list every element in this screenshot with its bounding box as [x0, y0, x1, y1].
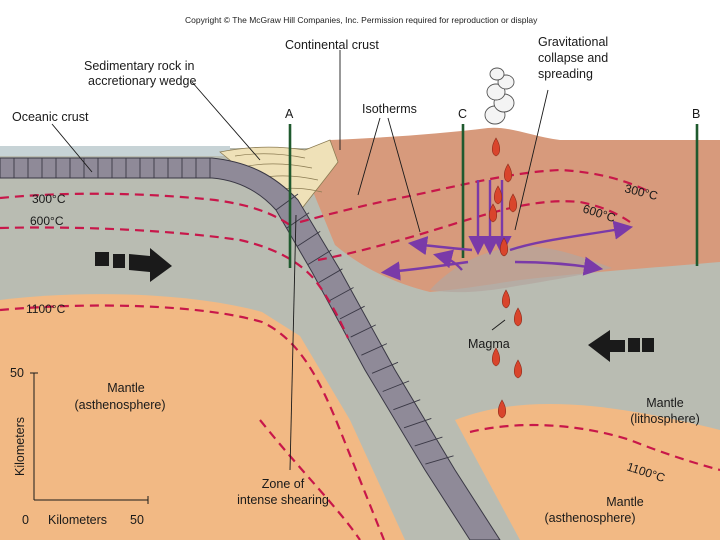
label-sed-rock-1: Sedimentary rock in: [84, 59, 195, 73]
leader-zone-shearing: [289, 214, 297, 471]
slab-segment-lines: [13, 158, 454, 465]
magma-drop: [493, 185, 503, 205]
label-section-a: A: [285, 107, 294, 121]
continental-crust: [300, 127, 720, 292]
slab-segment-line: [329, 287, 354, 302]
slab-segment-line: [371, 361, 399, 374]
isotherm-300-right: [299, 168, 651, 224]
copyright-text: Copyright © The McGraw Hill Companies, I…: [185, 15, 538, 25]
label-section-b: B: [692, 107, 700, 121]
label-gravitational-1: Gravitational: [538, 35, 608, 49]
leader-isotherms-2: [387, 117, 421, 233]
label-isotherms: Isotherms: [362, 102, 417, 116]
scale-vertical-label: Kilometers: [13, 417, 27, 476]
lower-crust-lens: [430, 246, 612, 293]
label-sed-rock-2: accretionary wedge: [88, 74, 196, 88]
label-magma: Magma: [468, 337, 510, 351]
magma-drop: [513, 307, 523, 327]
label-section-c: C: [458, 107, 467, 121]
asthenosphere-left: [0, 294, 405, 540]
slab-segment-line: [403, 417, 432, 429]
magma-drop: [491, 137, 501, 157]
ocean-strip: [0, 146, 230, 156]
magma-drop: [499, 237, 509, 257]
scale-bar: [30, 372, 149, 504]
label-zone-2: intense shearing: [237, 493, 329, 507]
slab-segment-line: [318, 268, 343, 283]
label-continental-crust: Continental crust: [285, 38, 379, 52]
slab-segment-line: [361, 343, 388, 356]
slab-segment-line: [350, 324, 376, 338]
leader-sed-rock: [191, 81, 261, 161]
slab-segment-line: [382, 380, 410, 392]
leader-magma: [491, 319, 506, 331]
slab-segment-line: [297, 231, 321, 247]
plate-motion-arrow-left: [95, 248, 172, 282]
label-mantle-right-2: (lithosphere): [630, 412, 699, 426]
slab-segment-line: [307, 249, 332, 265]
leader-gravitational: [514, 89, 549, 231]
leader-oceanic-crust: [51, 123, 93, 173]
magma-drop: [497, 399, 507, 419]
scale-origin: 0: [22, 513, 29, 527]
label-mantle-bottom-2: (asthenosphere): [544, 511, 635, 525]
label-zone-1: Zone of: [262, 477, 305, 491]
flow-arrows: [380, 180, 634, 281]
slab-segment-line: [414, 436, 443, 447]
slab-segment-line: [425, 455, 454, 465]
magma-drop: [508, 193, 518, 213]
label-gravitational-3: spreading: [538, 67, 593, 81]
isotherm-300-left: [0, 192, 291, 226]
magma-drop: [501, 289, 511, 309]
magma-drop: [491, 347, 501, 367]
asthenosphere-right: [455, 403, 720, 540]
scale-horizontal-value: 50: [130, 513, 144, 527]
scale-vertical-value: 50: [10, 366, 24, 380]
slab-segment-line: [393, 399, 421, 411]
magma-drop: [503, 163, 513, 183]
leader-isotherms-1: [357, 117, 381, 196]
volcano-plume: [484, 67, 515, 125]
plate-motion-arrow-right: [588, 330, 654, 362]
magma-drops: [488, 137, 523, 419]
isotherm-1100-right: [469, 423, 720, 472]
isotherm-600-left: [0, 226, 350, 339]
magma-drop: [488, 203, 498, 223]
isotherm-deep-left: [259, 419, 361, 541]
label-mantle-bottom-1: Mantle: [606, 495, 644, 509]
scale-horizontal-label: Kilometers: [48, 513, 107, 527]
slab-segment-line: [275, 193, 299, 211]
label-mantle-left-2: (asthenosphere): [74, 398, 165, 412]
slab-segment-line: [339, 305, 365, 320]
label-mantle-left-1: Mantle: [107, 381, 145, 395]
iso-label-1100-left: 1100°C: [26, 302, 66, 316]
iso-label-300-left: 300°C: [32, 192, 66, 206]
label-oceanic-crust: Oceanic crust: [12, 110, 89, 124]
magma-drop: [513, 359, 523, 379]
isotherm-1100-left: [0, 304, 386, 541]
iso-label-600-left: 600°C: [30, 214, 64, 228]
label-mantle-right-1: Mantle: [646, 396, 684, 410]
label-gravitational-2: collapse and: [538, 51, 608, 65]
